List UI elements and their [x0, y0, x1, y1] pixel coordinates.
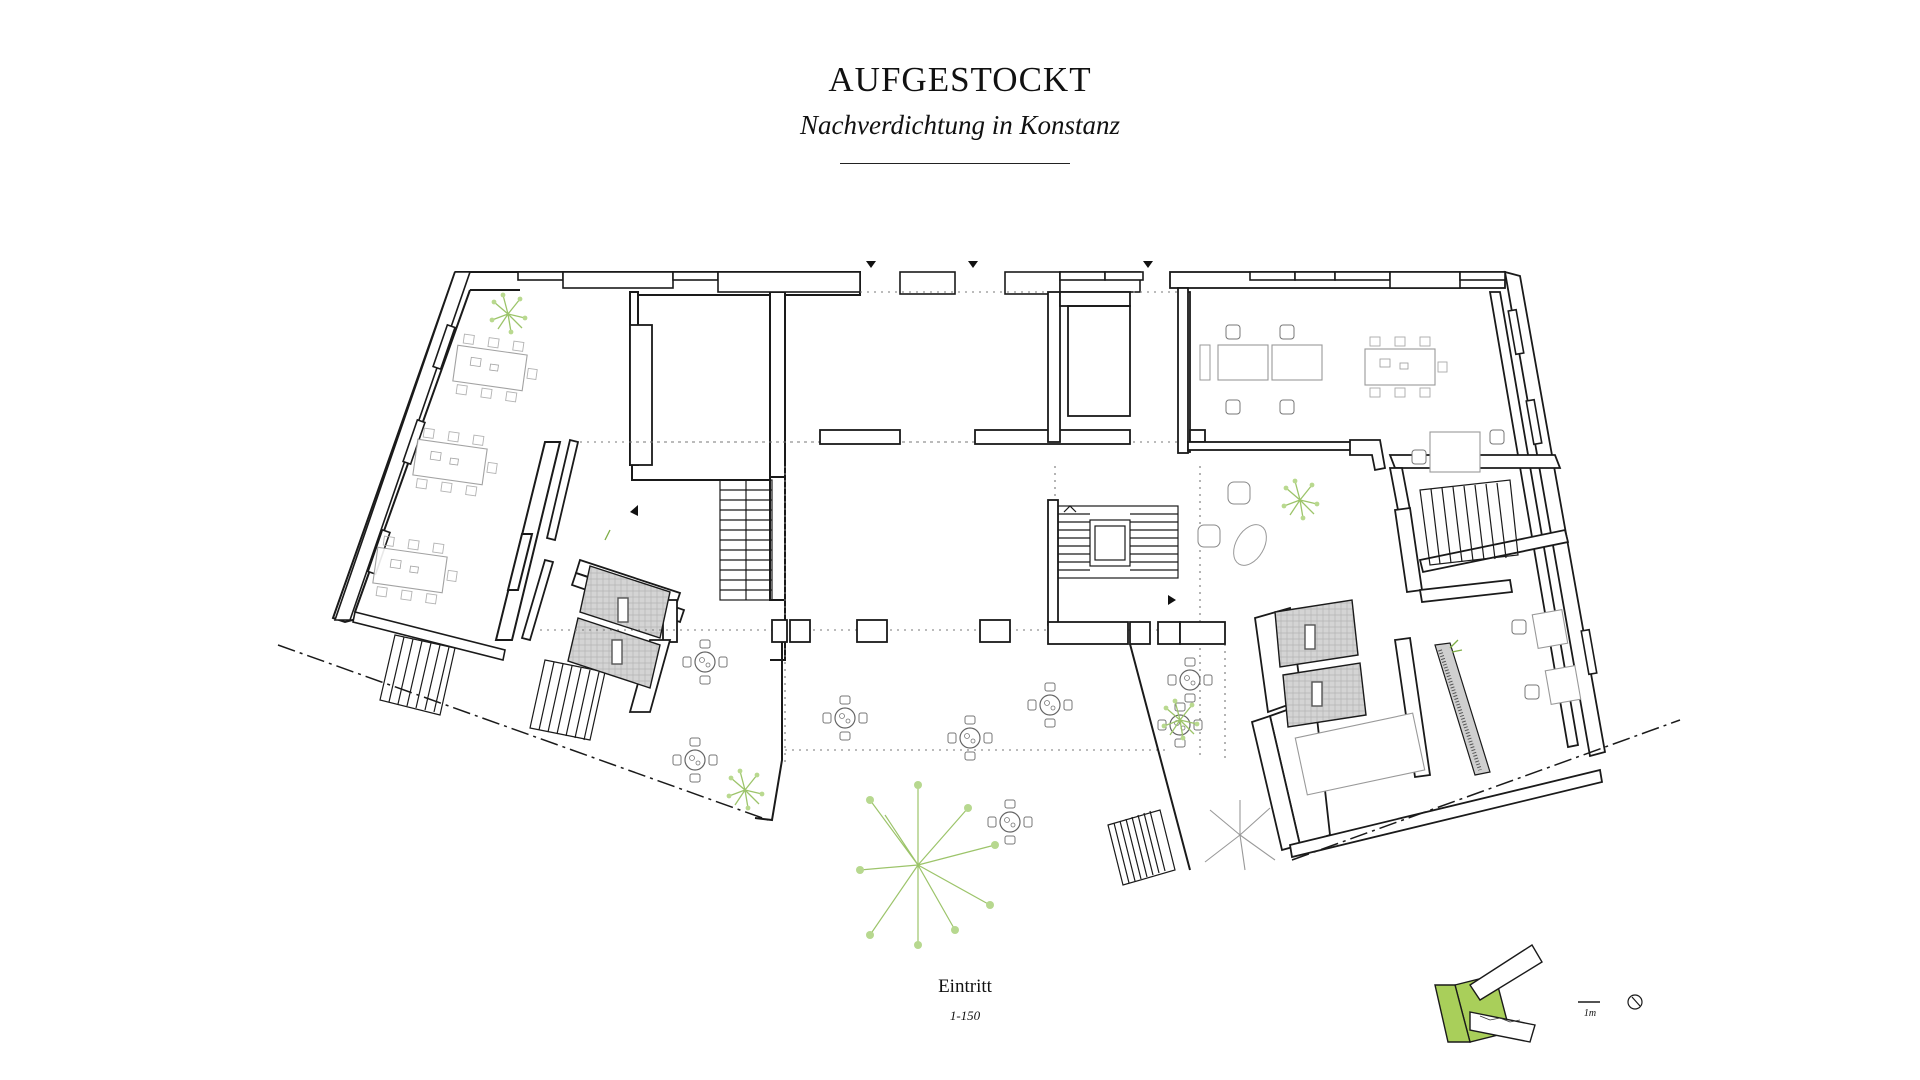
- title-divider: [840, 163, 1070, 164]
- drawing-scale: 1-150: [949, 1008, 981, 1023]
- furniture-right-desks: [1197, 324, 1582, 796]
- left-facade: [333, 271, 506, 661]
- base-line-left: [277, 644, 769, 821]
- wc-left: [567, 565, 671, 689]
- stair-left-lower: [379, 634, 606, 741]
- windows-top-left: [517, 271, 1144, 295]
- round-table-sets: [672, 639, 1213, 845]
- scale-bar-label: 1m: [1583, 1008, 1597, 1019]
- stair-center-left: [719, 479, 773, 601]
- header: AUFGESTOCKT Nachverdichtung in Konstanz: [0, 0, 1920, 180]
- page-subtitle: Nachverdichtung in Konstanz: [800, 110, 1120, 140]
- stair-right: [1107, 479, 1519, 886]
- north-arrow-icon: [1627, 994, 1643, 1010]
- walls-center: [771, 291, 1226, 645]
- windows-top-right: [1249, 271, 1598, 676]
- tree-icon: [856, 781, 999, 949]
- hedge-strip: [1434, 642, 1491, 776]
- base-line-right: [1291, 719, 1681, 861]
- drawing-title: Eintritt: [938, 976, 992, 997]
- page-title: AUFGESTOCKT: [828, 60, 1092, 99]
- tree-grey-icon: [1204, 800, 1276, 871]
- plaza-right-wall: [754, 642, 1191, 871]
- entrance-markers: [630, 261, 1176, 605]
- plant-small-icon: [604, 529, 1463, 653]
- stair-center: [1057, 505, 1179, 579]
- site-keyplan-icon: [1434, 944, 1543, 1043]
- wc-right: [1274, 599, 1367, 728]
